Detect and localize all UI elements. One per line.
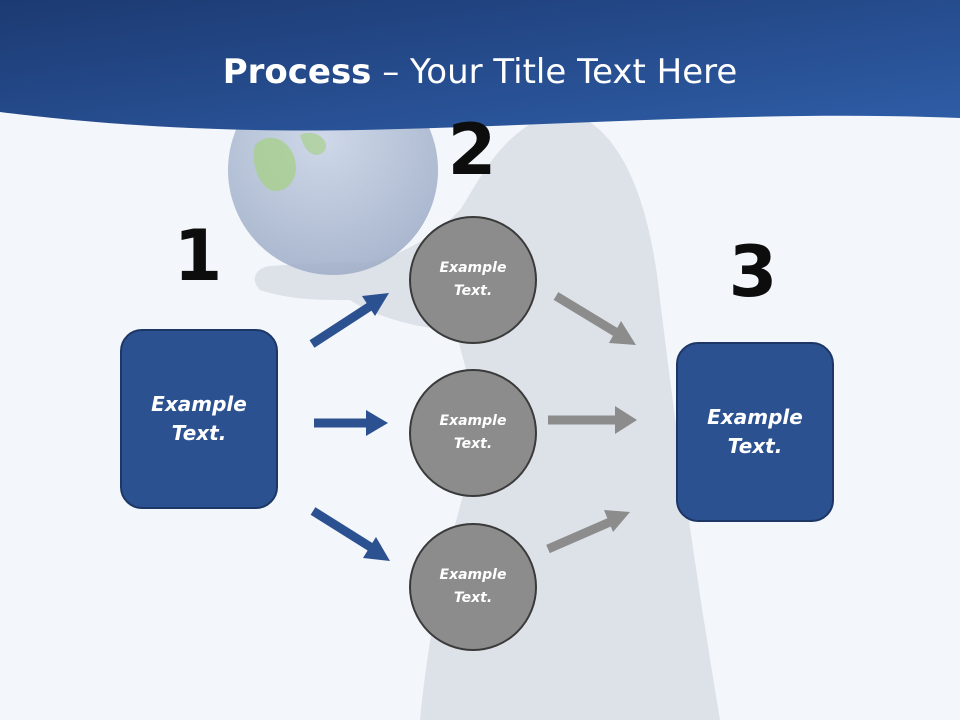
arrow-from-item-1: [553, 292, 636, 345]
step-3-box: Example Text.: [676, 342, 834, 522]
step-2-circle-3: Example Text.: [409, 523, 537, 651]
step-number-2: 2: [447, 109, 497, 191]
step-3-text: Example Text.: [707, 405, 803, 458]
arrow-to-item-2: [314, 410, 388, 436]
step-1-box: Example Text.: [120, 329, 278, 509]
step-1-text: Example Text.: [151, 392, 247, 445]
step-2-circle-2: Example Text.: [409, 369, 537, 497]
step-number-1: 1: [173, 215, 223, 297]
step-number-3: 3: [728, 231, 778, 313]
step-2-circle-2-text: Example Text.: [439, 413, 507, 452]
title-rest: – Your Title Text Here: [371, 52, 738, 92]
step-2-circle-3-text: Example Text.: [439, 567, 507, 606]
arrow-from-item-3: [546, 510, 630, 554]
step-2-circle-1: Example Text.: [409, 216, 537, 344]
step-2-circle-1-text: Example Text.: [439, 260, 507, 299]
slide-title: Process – Your Title Text Here: [0, 52, 960, 92]
arrow-from-item-2: [548, 406, 637, 434]
header-band: [0, 0, 960, 131]
title-bold: Process: [222, 52, 372, 92]
arrow-to-item-3: [310, 507, 390, 561]
arrow-to-item-1: [309, 293, 389, 348]
